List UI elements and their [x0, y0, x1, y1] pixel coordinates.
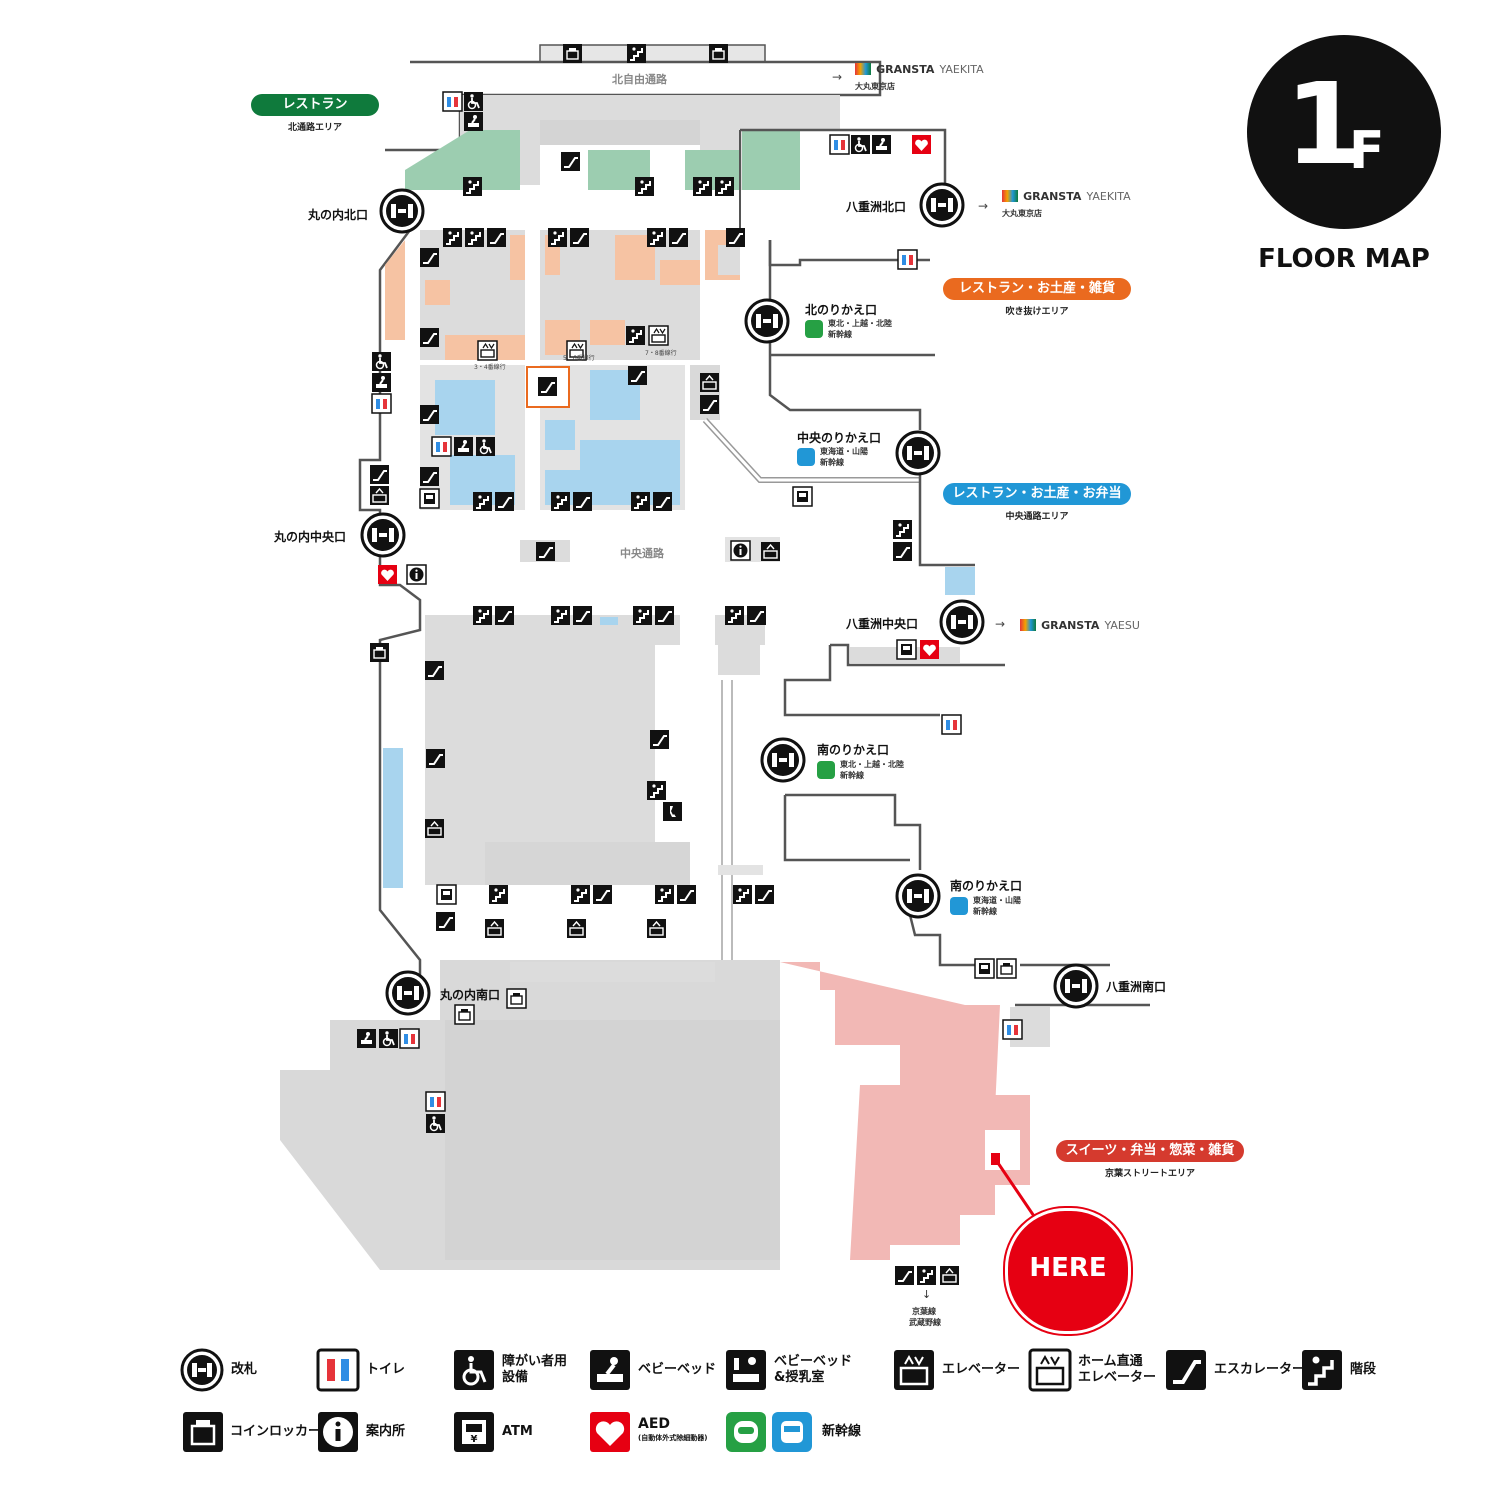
svg-text:¥: ¥ [471, 1434, 478, 1445]
gate-minami-transfer-1[interactable]: 南のりかえ口 [817, 743, 890, 757]
area-sub-keiyo: 京葉ストリートエリア [1104, 1169, 1195, 1179]
musashino-line-label: 武蔵野線 [909, 1318, 941, 1327]
area-pill-restaurant-north[interactable]: レストラン [251, 94, 379, 116]
legend-shinkansen: 新幹線 [822, 1424, 862, 1439]
svg-text:→: → [995, 617, 1005, 631]
gransta-yaekita-2[interactable]: GRANSTA YAEKITA 大丸東京店 [1002, 189, 1131, 218]
legend-platform-elevator-line1: ホーム直通 [1078, 1354, 1143, 1369]
legend-gate: 改札 [231, 1362, 258, 1377]
shinkansen-green-icon [805, 320, 823, 338]
shinkansen-blue-icon [797, 448, 815, 466]
passage-central: 中央通路 [620, 547, 664, 560]
gate-marunouchi-central[interactable]: 丸の内中央口 [274, 530, 347, 544]
floor-number: 1 [1285, 60, 1363, 190]
gate-marunouchi-south[interactable]: 丸の内南口 [440, 988, 501, 1002]
legend-escalator: エスカレーター [1214, 1362, 1306, 1377]
legend-locker: コインロッカー [230, 1424, 322, 1439]
gransta-logo-icon [1020, 618, 1036, 631]
gransta-logo-icon [1002, 189, 1018, 202]
area-sub-central: 中央通路エリア [1005, 512, 1069, 522]
legend-accessible-line1: 障がい者用 [502, 1354, 568, 1369]
legend-elevator: エレベーター [942, 1362, 1021, 1377]
gransta-yaesu[interactable]: GRANSTA YAESU [1020, 614, 1140, 633]
area-pill-keiyo[interactable]: スイーツ・弁当・惣菜・雑貨 [1056, 1140, 1244, 1162]
passage-north-free: 北自由通路 [612, 73, 667, 86]
elevator-note-34: 3・4番線行 [474, 364, 506, 371]
legend-babybed-nursing-line2: &授乳室 [774, 1370, 825, 1385]
legend-accessible-line2: 設備 [502, 1370, 529, 1385]
legend-aed-note: (自動体外式除細動器) [638, 1434, 708, 1442]
here-label: HERE [1029, 1253, 1107, 1283]
gate-yaesu-south[interactable]: 八重洲南口 [1106, 980, 1167, 994]
floor-suffix: F [1349, 121, 1385, 181]
legend-babybed: ベビーベッド [638, 1362, 717, 1377]
elevator-note-56: 5・6番線行 [563, 355, 595, 362]
elevator-note-78: 7・8番線行 [645, 350, 677, 357]
floor-badge: 1 F [1247, 35, 1441, 229]
gate-kita-transfer[interactable]: 北のりかえ口 [805, 303, 878, 317]
gransta-logo-icon [855, 62, 871, 75]
keiyo-exit-arrow: ↓ [922, 1288, 932, 1301]
area-pill-atrium[interactable]: レストラン・お土産・雑貨 [943, 278, 1131, 300]
legend-stairs: 階段 [1350, 1362, 1377, 1377]
area-sub-atrium: 吹き抜けエリア [1005, 307, 1069, 317]
svg-text:→: → [832, 70, 842, 84]
legend-platform-elevator-line2: エレベーター [1078, 1370, 1157, 1385]
svg-text:→: → [978, 199, 988, 213]
gate-minami-transfer-2[interactable]: 南のりかえ口 [950, 879, 1023, 893]
area-pill-central[interactable]: レストラン・お土産・お弁当 [943, 483, 1131, 505]
legend-icons: ¥ [180, 1348, 1342, 1452]
gate-chuo-transfer[interactable]: 中央のりかえ口 [797, 431, 882, 445]
legend-aed: AED [638, 1416, 671, 1432]
here-marker[interactable]: HERE [1005, 1208, 1131, 1334]
gate-yaesu-north[interactable]: 八重洲北口 [846, 200, 907, 214]
shinkansen-blue-icon [950, 897, 968, 915]
legend-toilet: トイレ [366, 1362, 406, 1377]
area-sub-north: 北通路エリア [287, 123, 342, 133]
gate-marunouchi-north[interactable]: 丸の内北口 [308, 208, 369, 222]
gransta-yaekita-1[interactable]: GRANSTA YAEKITA 大丸東京店 [855, 62, 984, 91]
legend-atm: ATM [502, 1424, 533, 1439]
gate-yaesu-central[interactable]: 八重洲中央口 [846, 617, 919, 631]
legend-babybed-nursing-line1: ベビーベッド [774, 1354, 853, 1369]
keiyo-line-label: 京葉線 [912, 1307, 936, 1316]
shinkansen-green-icon [817, 761, 835, 779]
legend-info: 案内所 [366, 1424, 406, 1439]
floor-map-caption: FLOOR MAP [1258, 244, 1430, 274]
